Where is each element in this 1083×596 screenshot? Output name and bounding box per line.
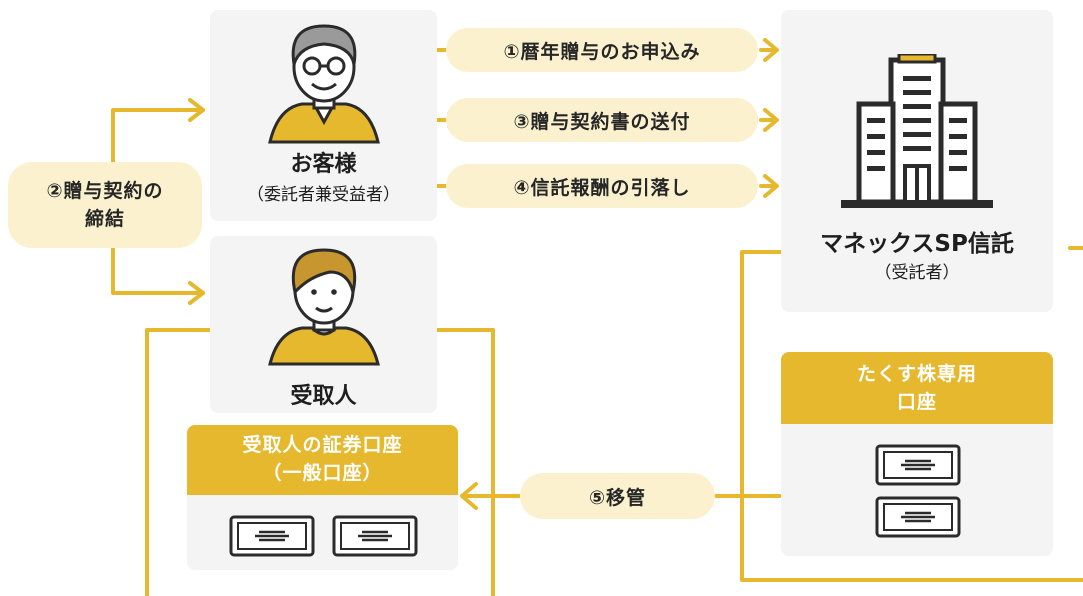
step2-pill: ②贈与契約の 締結 [8,162,202,248]
trustee-name: マネックスSP信託 [820,231,1014,257]
step1-pill: ①暦年贈与のお申込み [446,28,758,72]
step2-line2: 締結 [84,208,125,230]
trustee-card: マネックスSP信託 （受託者） [781,10,1053,312]
recipient-account-card: 受取人の証券口座 （一般口座） [187,425,458,570]
step4-pill: ④信託報酬の引落し [446,164,758,208]
trust-account-card: たくす株専用 口座 [781,352,1053,556]
step3-pill: ③贈与契約書の送付 [446,98,758,142]
step2-line1: ②贈与契約の [46,180,164,202]
young-man-icon [268,248,380,366]
office-building-icon [841,54,993,208]
stock-certificate-icon [875,444,961,486]
customer-card: お客様 （委託者兼受益者） [210,10,437,221]
elderly-man-icon [268,24,380,144]
recipient-name: 受取人 [290,384,357,409]
step5-pill: ⑤移管 [520,473,715,519]
customer-name: お客様 [290,152,357,177]
recipient-account-title: 受取人の証券口座 [242,434,403,456]
trust-account-subtitle: 口座 [896,391,937,413]
stock-certificate-icon [332,515,418,557]
trust-frame [740,246,1083,582]
customer-role: （委託者兼受益者） [247,185,400,205]
recipient-account-subtitle: （一般口座） [262,462,383,484]
trust-account-header: たくす株専用 口座 [781,352,1053,424]
step4-arrow [759,174,779,198]
recipient-card: 受取人 [210,236,437,413]
trustee-role: （受託者） [874,263,960,283]
recipient-left-frame [145,328,212,596]
stock-certificate-icon [229,515,315,557]
recipient-right-frame [435,328,495,596]
step3-arrow [759,108,779,132]
step2-arrowhead-top [188,98,205,122]
step5-arrow [460,482,522,510]
step1-arrow [759,38,779,62]
trust-account-title: たくす株専用 [856,363,977,385]
stock-certificate-icon [875,496,961,538]
step2-arrowhead-bottom [188,281,205,305]
recipient-account-header: 受取人の証券口座 （一般口座） [187,425,458,495]
